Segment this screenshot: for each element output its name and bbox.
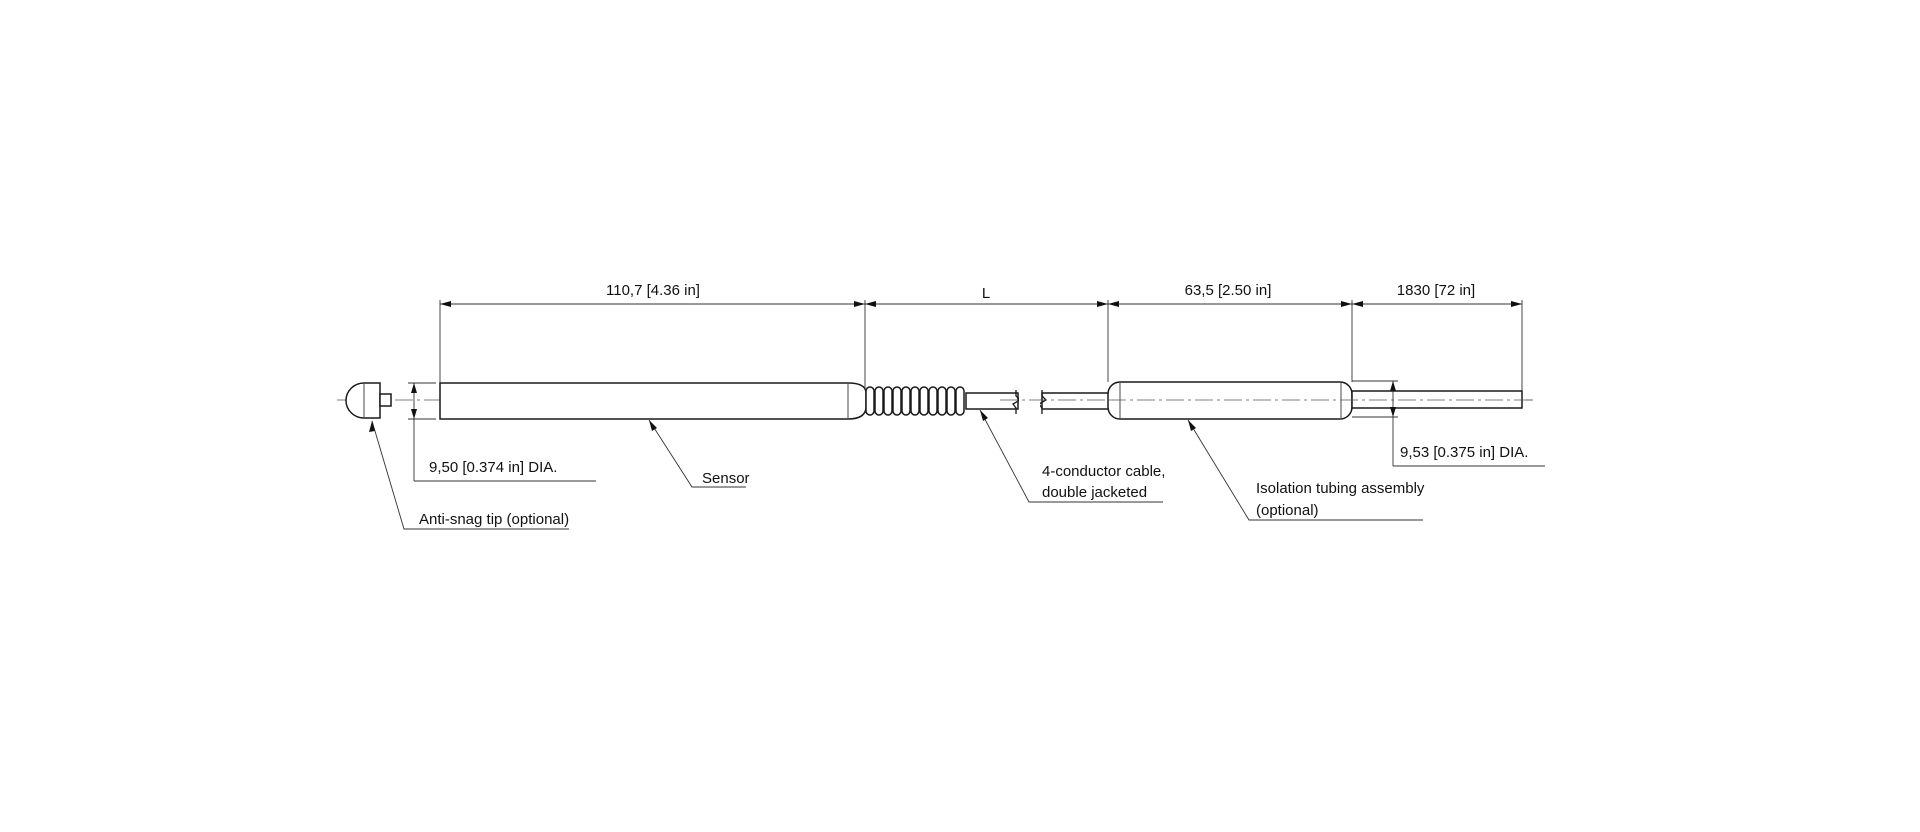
spring-strain-relief (865, 386, 965, 416)
anti-snag-callout: Anti-snag tip (optional) (419, 511, 569, 528)
length-dimensions (439, 300, 1523, 391)
spring-coil (937, 386, 947, 416)
dimension-arrowhead (1108, 301, 1119, 307)
lead-cable (1351, 390, 1523, 409)
callout-leaders (369, 409, 1423, 530)
isolation-tubing (1107, 381, 1353, 420)
dimension-arrowhead (854, 301, 865, 307)
lead-diameter-label: 9,53 [0.375 in] DIA. (1400, 444, 1528, 461)
spring-coil (955, 386, 965, 416)
cable-length-label: L (982, 285, 990, 302)
cable (965, 390, 1111, 414)
dimension-arrowhead (865, 301, 876, 307)
sensor-diameter-dimension (408, 382, 596, 482)
lead-diameter-dimension (1352, 380, 1545, 467)
lead-length-label: 1830 [72 in] (1397, 282, 1475, 299)
isolation-length-label: 63,5 [2.50 in] (1185, 282, 1272, 299)
dimension-arrowhead (1352, 301, 1363, 307)
isolation-callout-line2: (optional) (1256, 502, 1319, 519)
spring-coil (928, 386, 938, 416)
spring-coil (910, 386, 920, 416)
spring-coil (919, 386, 929, 416)
spring-coil (883, 386, 893, 416)
anti-snag-tip (345, 382, 392, 419)
cable-callout-line1: 4-conductor cable, (1042, 463, 1165, 480)
sensor-diameter-label: 9,50 [0.374 in] DIA. (429, 459, 557, 476)
dimension-arrowhead (1511, 301, 1522, 307)
spring-coil (874, 386, 884, 416)
dimension-arrowhead (1097, 301, 1108, 307)
cable-callout-line2: double jacketed (1042, 484, 1147, 501)
spring-coil (901, 386, 911, 416)
spring-coil (892, 386, 902, 416)
dimension-arrowhead (1341, 301, 1352, 307)
spring-coil (946, 386, 956, 416)
spring-coil (865, 386, 875, 416)
dimension-arrowhead (440, 301, 451, 307)
sensor-body (439, 382, 867, 420)
sensor-length-label: 110,7 [4.36 in] (606, 282, 700, 299)
sensor-callout: Sensor (702, 470, 750, 487)
isolation-callout-line1: Isolation tubing assembly (1256, 480, 1425, 497)
